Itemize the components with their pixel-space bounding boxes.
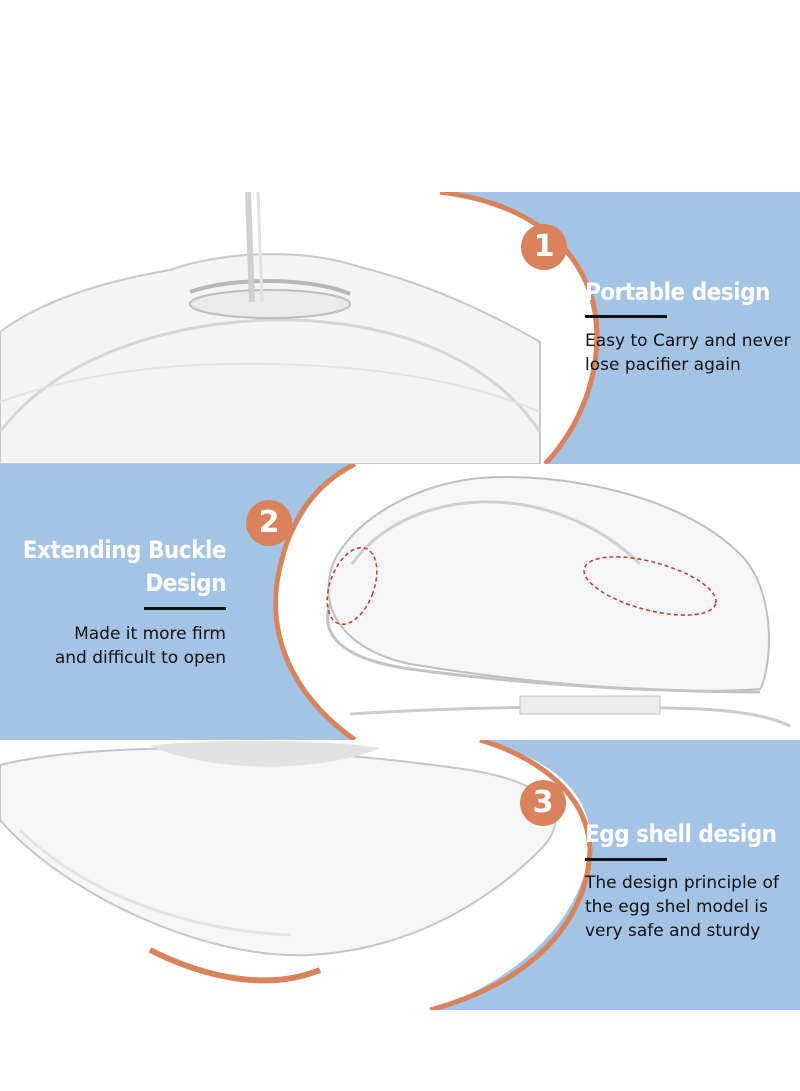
description-line: and difficult to open (54, 648, 226, 668)
feature-number-badge-2: 2 (246, 500, 292, 546)
description-line: Made it more firm (74, 624, 226, 644)
title-line: Design (145, 569, 226, 597)
panel-1-background (0, 192, 800, 464)
title-underline-1 (585, 315, 667, 318)
description-line: The design principle of (585, 873, 779, 893)
title-underline-2 (144, 607, 226, 610)
feature-panel-3: 3 Egg shell design The design principle … (0, 740, 800, 1010)
panel-2-background (0, 464, 800, 740)
title-underline-3 (585, 858, 667, 861)
feature-description-2: Made it more firm and difficult to open (0, 622, 226, 670)
feature-title-3: Egg shell design (585, 820, 777, 848)
feature-number-badge-3: 3 (520, 780, 566, 826)
case-image-bottom (0, 741, 557, 984)
panel-3-background (0, 740, 800, 1010)
feature-title-2: Extending Buckle Design (0, 534, 227, 600)
feature-number-badge-1: 1 (521, 224, 567, 270)
feature-title-1: Portable design (585, 278, 770, 306)
case-image-top (0, 192, 542, 464)
feature-panel-1: 1 Portable design Easy to Carry and neve… (0, 192, 800, 464)
description-line: lose pacifier again (585, 355, 741, 375)
description-line: the egg shel model is (585, 897, 768, 917)
feature-panel-2: 2 Extending Buckle Design Made it more f… (0, 464, 800, 740)
title-line: Extending Buckle (22, 536, 227, 564)
case-image-open (326, 476, 791, 728)
feature-description-1: Easy to Carry and never lose pacifier ag… (585, 329, 791, 377)
description-line: very safe and sturdy (585, 921, 761, 941)
feature-description-3: The design principle of the egg shel mod… (585, 871, 779, 943)
description-line: Easy to Carry and never (585, 331, 791, 351)
